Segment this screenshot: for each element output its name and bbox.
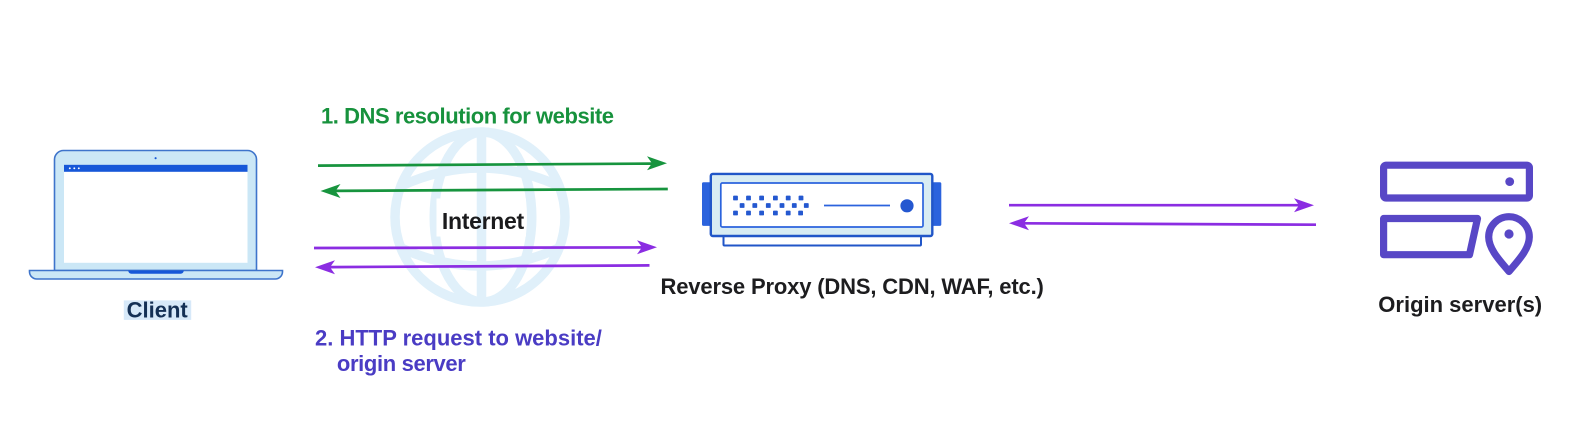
svg-text:2. HTTP request to website/: 2. HTTP request to website/ bbox=[315, 325, 602, 350]
svg-text:Internet: Internet bbox=[442, 208, 525, 234]
svg-text:Origin server(s): Origin server(s) bbox=[1378, 292, 1542, 317]
svg-text:Reverse Proxy (DNS, CDN, WAF,: Reverse Proxy (DNS, CDN, WAF, etc.) bbox=[661, 274, 1044, 299]
svg-text:origin server: origin server bbox=[337, 351, 466, 376]
svg-text:Client: Client bbox=[127, 298, 189, 323]
svg-text:1. DNS resolution for website: 1. DNS resolution for website bbox=[321, 104, 614, 129]
